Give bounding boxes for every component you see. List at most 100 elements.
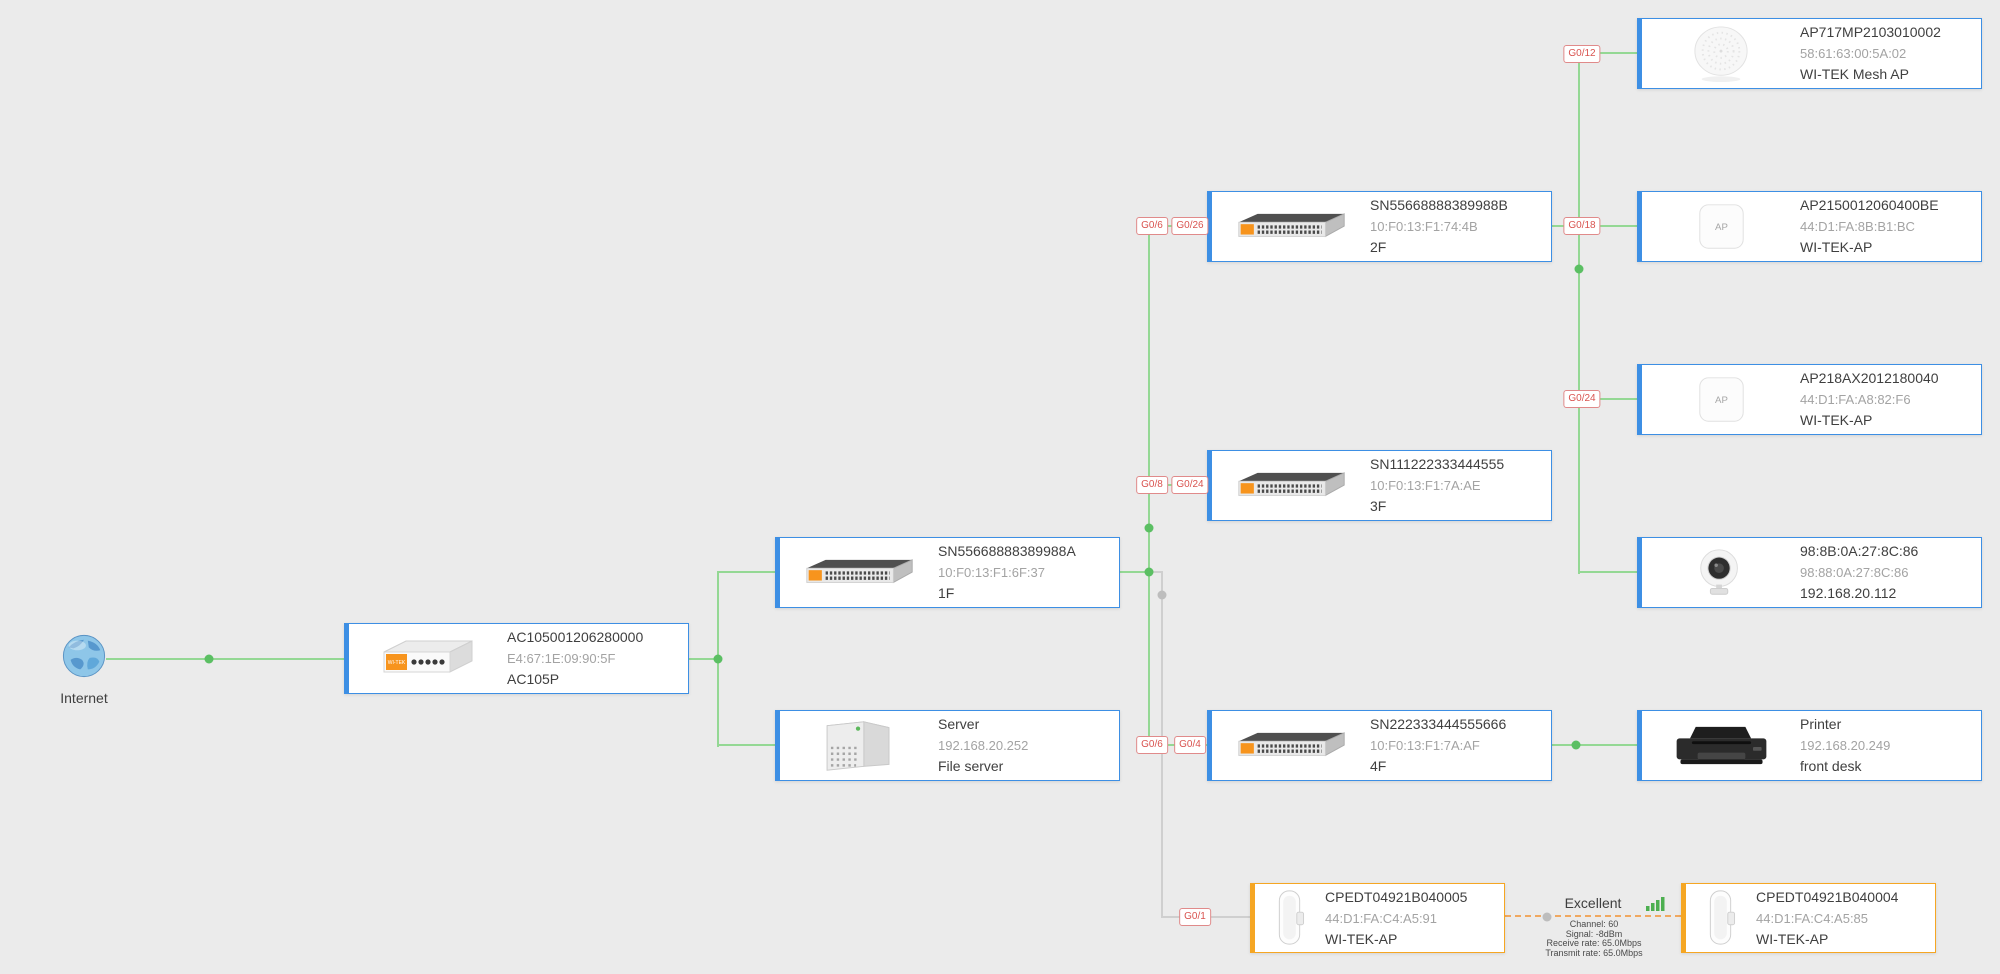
port-badge-g0-18: G0/18 — [1563, 217, 1601, 235]
svg-text:WI-TEK: WI-TEK — [388, 660, 406, 666]
link-to-ap218ax — [1579, 398, 1637, 400]
device-mac: 10:F0:13:F1:7A:AF — [1370, 738, 1480, 753]
device-mac: 10:F0:13:F1:6F:37 — [938, 565, 1045, 580]
cpe-icon — [1686, 888, 1756, 948]
router-icon: WI-TEK — [349, 636, 507, 682]
device-name: Server — [938, 716, 980, 732]
junction-dot — [1574, 264, 1584, 274]
link-to-camera — [1579, 571, 1637, 573]
switch-icon — [780, 557, 938, 589]
switch-icon — [1212, 730, 1370, 762]
device-mac: 44:D1:FA:C4:A5:85 — [1756, 910, 1869, 926]
device-label: 2F — [1370, 239, 1387, 255]
device-mac: 44:D1:FA:8B:B1:BC — [1800, 219, 1915, 234]
port-badge-g0-1: G0/1 — [1179, 908, 1211, 926]
globe-icon — [61, 634, 107, 683]
cpe-icon — [1255, 888, 1325, 948]
device-name: AP717MP2103010002 — [1800, 24, 1941, 40]
device-name: 98:8B:0A:27:8C:86 — [1800, 543, 1919, 559]
internet-node[interactable]: Internet — [38, 633, 130, 706]
junction-dot-gray — [1157, 590, 1167, 600]
junction-dot — [1144, 523, 1154, 533]
device-label: AC105P — [507, 671, 560, 687]
device-mac: 58:61:63:00:5A:02 — [1800, 46, 1907, 61]
device-card-printer[interactable]: Printer 192.168.20.249 front desk — [1637, 710, 1982, 781]
device-card-mesh-ap[interactable]: AP717MP2103010002 58:61:63:00:5A:02 WI-T… — [1637, 18, 1982, 89]
switch-icon — [1212, 470, 1370, 502]
device-ip: 192.168.20.252 — [938, 738, 1029, 753]
device-label: 1F — [938, 585, 955, 601]
server-icon — [780, 716, 938, 776]
printer-icon — [1642, 721, 1800, 771]
device-card-switch-2f[interactable]: SN55668888389988B 10:F0:13:F1:74:4B 2F — [1207, 191, 1552, 262]
junction-dot — [204, 654, 214, 664]
port-badge-g0-6-2f: G0/6 — [1136, 217, 1168, 235]
junction-dot — [713, 654, 723, 664]
link-to-server — [717, 744, 775, 746]
device-card-file-server[interactable]: Server 192.168.20.252 File server — [775, 710, 1120, 781]
wireless-receive-rate: Receive rate: 65.0Mbps — [1546, 938, 1642, 948]
device-card-switch-4f[interactable]: SN222333444555666 10:F0:13:F1:7A:AF 4F — [1207, 710, 1552, 781]
ap-icon: AP — [1642, 200, 1800, 254]
device-name: SN55668888389988A — [938, 543, 1076, 559]
device-name: CPEDT04921B040005 — [1325, 888, 1468, 905]
device-mac: 10:F0:13:F1:74:4B — [1370, 219, 1478, 234]
signal-strength-icon — [1646, 896, 1666, 917]
device-label: WI-TEK-AP — [1800, 239, 1873, 255]
wireless-channel: Channel: 60 — [1569, 919, 1619, 929]
wireless-link-details: Channel: 60 Signal: -8dBm Receive rate: … — [1510, 919, 1678, 958]
device-name: SN111222333444555 — [1370, 456, 1505, 472]
device-label: File server — [938, 758, 1004, 774]
link-switch-4f-printer — [1551, 744, 1637, 746]
port-badge-g0-24-ap: G0/24 — [1563, 390, 1601, 408]
device-label: WI-TEK-AP — [1800, 412, 1873, 428]
link-wireless-cpe — [1505, 915, 1681, 917]
port-badge-g0-12: G0/12 — [1563, 45, 1601, 63]
port-badge-g0-6-4f: G0/6 — [1136, 736, 1168, 754]
device-name: Printer — [1800, 716, 1842, 732]
device-card-cpe-040004[interactable]: CPEDT04921B040004 44:D1:FA:C4:A5:85 WI-T… — [1681, 883, 1936, 953]
device-label: WI-TEK Mesh AP — [1800, 66, 1909, 82]
device-label: front desk — [1800, 758, 1862, 774]
link-to-switch-1f — [717, 571, 775, 573]
wireless-signal: Signal: -8dBm — [1565, 928, 1623, 939]
device-label: WI-TEK-AP — [1325, 930, 1398, 947]
device-card-ap218ax[interactable]: AP AP218AX2012180040 44:D1:FA:A8:82:F6 W… — [1637, 364, 1982, 435]
device-name: AP2150012060400BE — [1800, 197, 1939, 213]
device-card-switch-3f[interactable]: SN111222333444555 10:F0:13:F1:7A:AE 3F — [1207, 450, 1552, 521]
device-mac: 44:D1:FA:C4:A5:91 — [1325, 910, 1438, 926]
link-internet-ac — [106, 658, 344, 660]
link-trunk-switch-2f — [1578, 53, 1580, 574]
device-name: SN222333444555666 — [1370, 716, 1507, 732]
link-switch-1f-out — [1120, 571, 1150, 573]
switch-icon — [1212, 211, 1370, 243]
device-card-camera[interactable]: 98:8B:0A:27:8C:86 98:88:0A:27:8C:86 192.… — [1637, 537, 1982, 608]
link-ac-out — [689, 658, 718, 660]
ap-icon: AP — [1642, 373, 1800, 427]
device-card-switch-1f[interactable]: SN55668888389988A 10:F0:13:F1:6F:37 1F — [775, 537, 1120, 608]
device-card-cpe-040005[interactable]: CPEDT04921B040005 44:D1:FA:C4:A5:91 WI-T… — [1250, 883, 1505, 953]
device-mac: E4:67:1E:09:90:5F — [507, 651, 616, 666]
camera-icon — [1642, 545, 1800, 601]
wireless-transmit-rate: Transmit rate: 65.0Mbps — [1545, 947, 1643, 958]
junction-dot — [1144, 567, 1154, 577]
svg-text:AP: AP — [1715, 221, 1728, 232]
device-label: WI-TEK-AP — [1756, 930, 1829, 947]
device-name: SN55668888389988B — [1370, 197, 1508, 213]
device-label: 3F — [1370, 498, 1387, 514]
device-card-ac105p[interactable]: WI-TEK AC105001206280000 E4:67:1E:09:90:… — [344, 623, 689, 694]
device-mac: 44:D1:FA:A8:82:F6 — [1800, 392, 1911, 407]
device-name: AP218AX2012180040 — [1800, 370, 1939, 386]
svg-text:AP: AP — [1715, 394, 1728, 405]
device-card-ap2150[interactable]: AP AP2150012060400BE 44:D1:FA:8B:B1:BC W… — [1637, 191, 1982, 262]
port-badge-g0-8: G0/8 — [1136, 476, 1168, 494]
device-ip: 192.168.20.112 — [1800, 585, 1897, 601]
port-badge-g0-24-3f: G0/24 — [1171, 476, 1209, 494]
device-label: 4F — [1370, 758, 1387, 774]
link-to-mesh-ap — [1579, 52, 1637, 54]
device-mac: 98:88:0A:27:8C:86 — [1800, 565, 1909, 580]
device-mac: 10:F0:13:F1:7A:AE — [1370, 478, 1481, 493]
device-name: CPEDT04921B040004 — [1756, 888, 1899, 905]
junction-dot — [1571, 740, 1581, 750]
